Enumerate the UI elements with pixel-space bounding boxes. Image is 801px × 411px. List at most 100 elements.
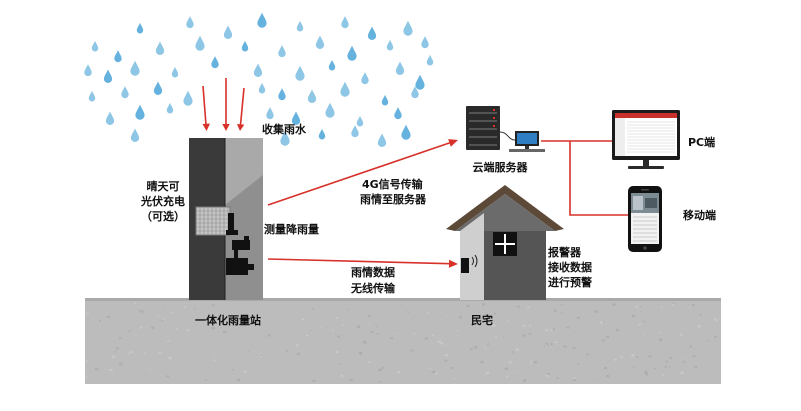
raindrop-icon <box>136 22 144 34</box>
raindrop-icon <box>166 102 174 114</box>
raindrop-icon <box>253 63 263 77</box>
raindrop-icon <box>257 12 267 28</box>
link-wireless-line <box>267 258 451 265</box>
raindrop-icon <box>403 20 413 36</box>
alarm-device-icon <box>461 254 478 273</box>
rain-arrow-3 <box>239 87 245 126</box>
raindrop-icon <box>278 45 286 58</box>
raindrop-icon <box>411 86 419 99</box>
pc-monitor-icon <box>612 110 680 169</box>
solar-note-line-2: 光伏充电 <box>140 194 185 208</box>
rain-arrow-3-head <box>237 124 245 131</box>
raindrop-icon <box>307 89 317 103</box>
raindrop-icon <box>395 61 405 75</box>
pc-client-label: PC端 <box>688 135 715 149</box>
ground-slab <box>85 298 721 384</box>
solar-note-line-3: （可选） <box>141 209 185 223</box>
raindrop-icon <box>415 74 425 90</box>
raindrop-icon <box>135 104 145 120</box>
raindrop-icon <box>153 81 163 95</box>
link-4g-label-line-2: 雨情至服务器 <box>360 192 427 206</box>
raindrop-icon <box>296 20 304 32</box>
raindrop-icon <box>103 69 113 83</box>
raindrop-icon <box>195 35 205 51</box>
raindrop-icon <box>291 111 301 125</box>
ground <box>85 298 721 384</box>
mobile-phone-icon <box>628 186 662 252</box>
raindrop-icon <box>114 50 122 63</box>
station-top-highlight <box>225 138 263 205</box>
raindrop-icon <box>361 72 369 85</box>
raindrop-icon <box>351 125 359 138</box>
solar-note-line-1: 晴天可 <box>147 179 180 193</box>
house-icon <box>446 185 564 300</box>
raindrop-icon <box>105 111 115 125</box>
link-wireless-arrowhead <box>448 259 458 268</box>
raindrop-icon <box>130 60 140 76</box>
raindrop-icon <box>183 90 193 106</box>
link-wireless-to-house <box>267 258 458 268</box>
alarm-note-line-3: 进行预警 <box>548 275 592 289</box>
raindrop-icon <box>315 35 325 49</box>
alarm-note-line-1: 报警器 <box>548 245 582 259</box>
raindrop-icon <box>356 115 364 127</box>
ground-top-edge <box>85 298 721 301</box>
raindrop-icon <box>280 130 290 146</box>
raindrop-icon <box>381 94 389 106</box>
raindrop-icon <box>328 59 336 71</box>
measure-rain-label: 测量降雨量 <box>264 222 319 236</box>
rain-gauge-station <box>189 138 263 300</box>
raindrop-icon <box>386 39 394 51</box>
raindrop-icon <box>186 16 194 29</box>
server-name-label: 云端服务器 <box>473 160 529 174</box>
link-4g-arrowhead <box>448 139 458 147</box>
house-window-icon <box>493 232 517 256</box>
raindrop-icon <box>223 25 233 39</box>
rain-collection-arrows <box>202 78 245 131</box>
raindrop-icon <box>340 81 350 97</box>
station-name-label: 一体化雨量站 <box>195 313 261 327</box>
house-gable-light <box>460 213 484 231</box>
raindrop-icon <box>347 45 357 61</box>
raindrop-icon <box>278 88 286 101</box>
raindrop-icon <box>318 128 326 140</box>
ground-texture <box>86 302 719 383</box>
link-wireless-label-line-2: 无线传输 <box>350 281 396 295</box>
solar-panel-icon <box>195 206 231 236</box>
rain-arrow-1 <box>202 85 207 126</box>
rain-arrow-1-head <box>202 123 210 131</box>
cloud-server-icon <box>466 106 545 152</box>
server-keyboard <box>509 149 545 152</box>
raindrop-icon <box>121 86 129 99</box>
raindrop-icon <box>258 82 266 94</box>
raindrop-icon <box>91 40 99 52</box>
raindrop-icon <box>84 64 92 77</box>
link-wireless-label-line-1: 雨情数据 <box>351 265 395 279</box>
raindrop-icon <box>367 26 377 40</box>
alarm-note-line-2: 接收数据 <box>548 260 592 274</box>
raindrop-icon <box>211 56 219 69</box>
gauge-mechanism-icon <box>226 213 254 275</box>
collect-rain-label: 收集雨水 <box>262 122 307 136</box>
raindrop-icon <box>325 102 335 118</box>
raindrop-icon <box>155 41 165 55</box>
server-rack <box>466 106 500 150</box>
raindrop-icon <box>421 36 429 49</box>
link-4g-to-server <box>267 139 458 206</box>
rain-cloud-drops <box>84 12 434 147</box>
raindrop-icon <box>130 128 140 142</box>
raindrop-icon <box>341 16 349 29</box>
raindrop-icon <box>394 107 402 120</box>
raindrop-icon <box>401 124 411 140</box>
network-lines <box>541 140 628 216</box>
raindrop-icon <box>171 66 179 78</box>
house-name-label: 民宅 <box>471 313 493 327</box>
raindrop-icon <box>295 65 305 81</box>
link-4g-line <box>267 141 452 206</box>
mobile-client-label: 移动端 <box>683 208 716 222</box>
raindrop-icon <box>266 107 274 120</box>
raindrop-icon <box>426 54 434 66</box>
raindrop-icon <box>377 133 387 147</box>
raindrop-icon <box>241 40 249 52</box>
